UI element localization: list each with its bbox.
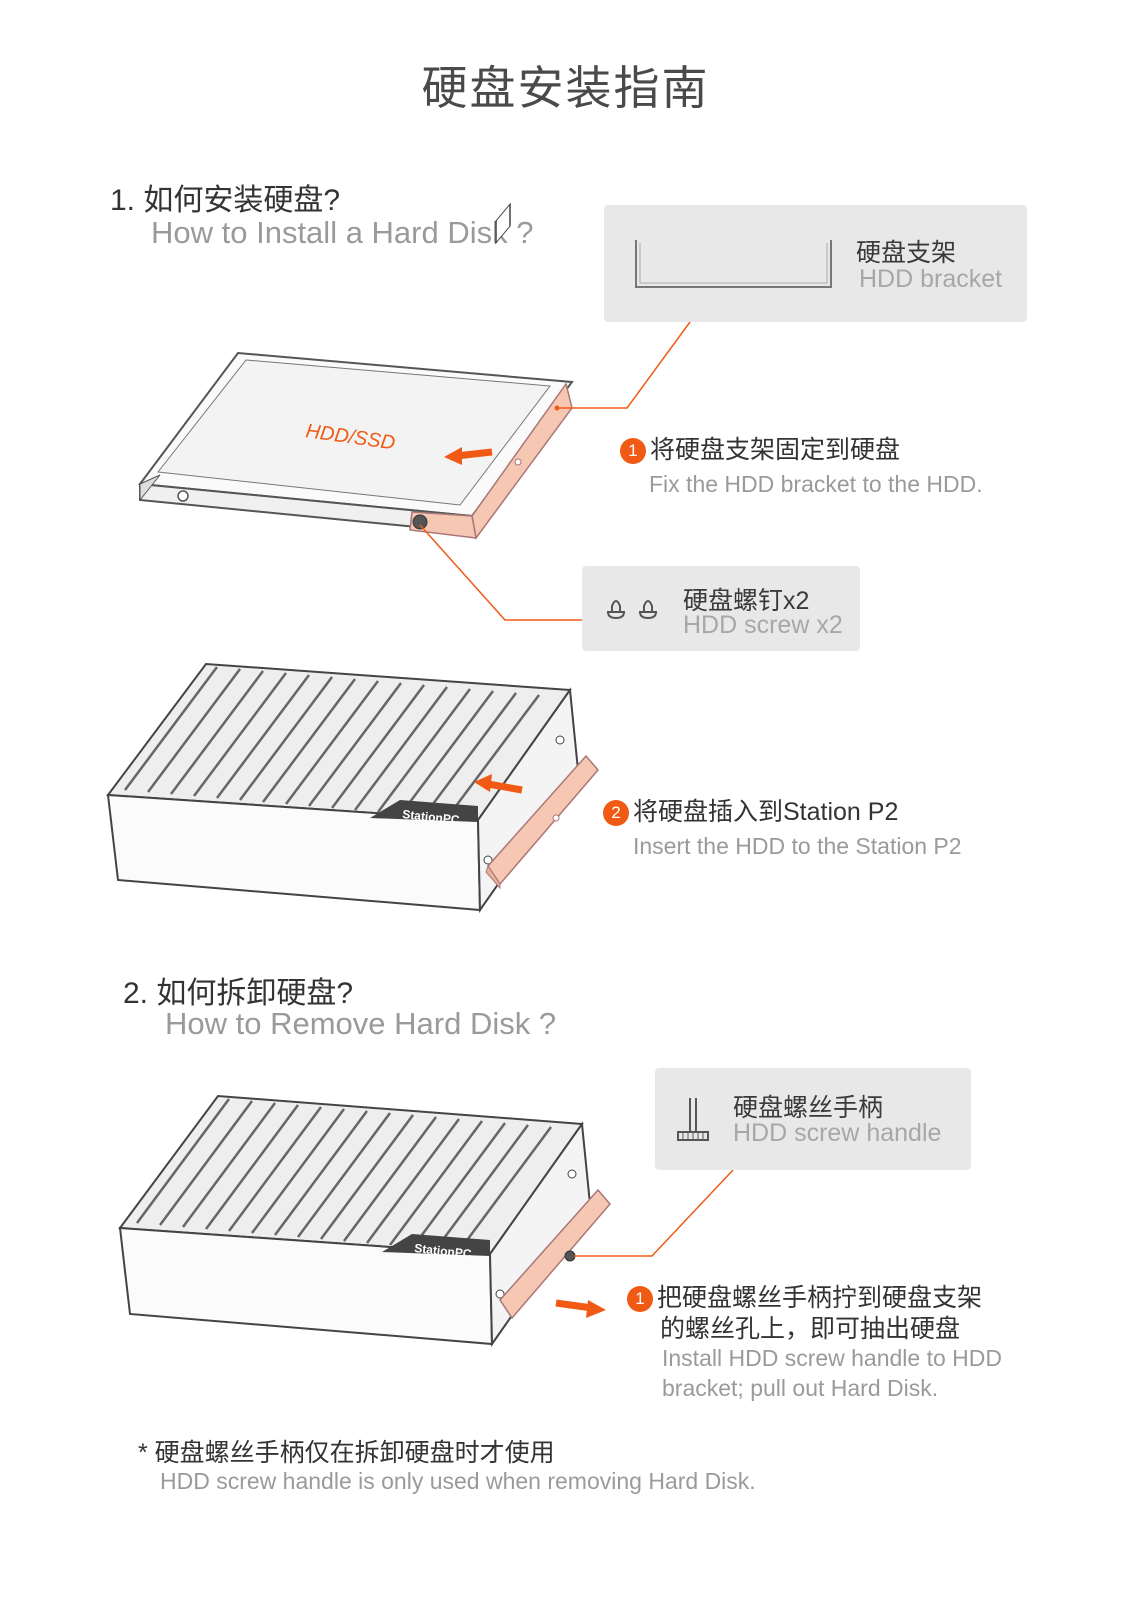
hdd-bracket-label-en: HDD bracket: [859, 265, 1003, 293]
remove-step1-line2-en: bracket; pull out Hard Disk.: [662, 1375, 939, 1401]
step2-label-zh: 将硬盘插入到Station P2: [633, 798, 899, 826]
leader-line-handle: [574, 1169, 734, 1257]
section2-title-zh: 2. 如何拆卸硬盘?: [123, 977, 354, 1010]
station-device-1: [106, 202, 580, 914]
hdd-screw-label-zh: 硬盘螺钉x2: [683, 587, 810, 615]
leader-line-bracket: [557, 321, 691, 409]
step1-label-zh: 将硬盘支架固定到硬盘: [650, 436, 901, 464]
section2-title-en: How to Remove Hard Disk ?: [165, 1006, 557, 1041]
step1-badge: 1: [620, 438, 646, 465]
remove-step1-badge: 1: [627, 1286, 653, 1313]
hdd-screw-handle-label-zh: 硬盘螺丝手柄: [733, 1094, 884, 1122]
insert-arrow-1: [444, 447, 462, 465]
step2-text-en: Insert the HDD to the Station P2: [633, 833, 962, 859]
note-zh: * 硬盘螺丝手柄仅在拆卸硬盘时才使用: [138, 1439, 555, 1467]
note-en: HDD screw handle is only used when remov…: [160, 1468, 756, 1494]
bracket-in-device-2: [499, 1188, 611, 1320]
hdd-bracket-callout: 硬盘支架 HDD bracket: [604, 205, 1027, 322]
hdd-screw-label-en: HDD screw x2: [683, 611, 843, 639]
insert-arrow-2: [474, 774, 492, 792]
remove-step1-line1-en: Install HDD screw handle to HDD: [662, 1345, 1003, 1371]
hdd-bracket-label-zh: 硬盘支架: [856, 239, 957, 267]
screw-icon: [606, 600, 658, 620]
leader-line-screw: [419, 524, 582, 621]
hdd-screw-handle-label-en: HDD screw handle: [733, 1119, 942, 1147]
handle-screw-on-bracket: [564, 1250, 576, 1262]
section1-title-en: How to Install a Hard Disk ?: [151, 215, 534, 250]
hdd-bracket-icon: [635, 240, 832, 288]
remove-step1-line1-zh: 把硬盘螺丝手柄拧到硬盘支架: [657, 1284, 983, 1312]
hdd-screw-handle-callout: 硬盘螺丝手柄 HDD screw handle: [655, 1068, 971, 1170]
step1-text-en: Fix the HDD bracket to the HDD.: [649, 471, 983, 497]
remove-step1-line2-zh: 的螺丝孔上，即可抽出硬盘: [660, 1315, 961, 1343]
screw-handle-icon: [677, 1098, 709, 1141]
section1-title-zh: 1. 如何安装硬盘?: [110, 184, 341, 217]
brand-logo-2: StationPC: [414, 1241, 473, 1261]
step2-badge: 2: [603, 800, 629, 827]
hdd-screw-callout: 硬盘螺钉x2 HDD screw x2: [582, 566, 860, 651]
hdd-illustration: [138, 351, 574, 534]
brand-logo-1: StationPC: [402, 807, 461, 827]
page-title: 硬盘安装指南: [421, 62, 710, 114]
pull-out-arrow: [586, 1300, 606, 1318]
screw-on-hdd: [412, 514, 428, 530]
